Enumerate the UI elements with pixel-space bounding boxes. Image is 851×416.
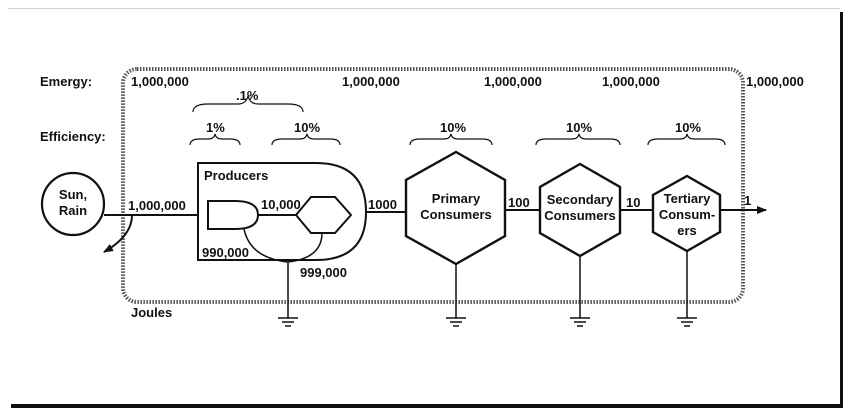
producers-module: Producers	[197, 162, 368, 261]
flow-loss-gross: 990,000	[202, 245, 249, 260]
emergy-values: 1,000,000 1,000,000 1,000,000 1,000,000 …	[131, 74, 804, 89]
emergy-value: 1,000,000	[342, 74, 400, 89]
flow-to-secondary: 100	[508, 195, 530, 210]
tertiary-label: Consum-	[659, 207, 715, 222]
producer-losses	[243, 228, 323, 318]
emergy-value: 1,000,000	[131, 74, 189, 89]
efficiency-label: Efficiency:	[40, 129, 106, 144]
flow-to-tertiary: 10	[626, 195, 640, 210]
primary-label: Primary	[432, 191, 481, 206]
flow-input: 1,000,000	[128, 198, 186, 213]
flow-loss-producers: 999,000	[300, 265, 347, 280]
emergy-label: Emergy:	[40, 74, 92, 89]
efficiency-value: 10%	[294, 120, 320, 135]
efficiency-overall: .1%	[236, 88, 259, 103]
producers-label: Producers	[204, 168, 268, 183]
secondary-label: Secondary	[547, 192, 614, 207]
tertiary-consumers-node: Tertiary Consum- ers	[651, 174, 722, 253]
brace	[647, 133, 726, 146]
tertiary-label: ers	[677, 223, 697, 238]
gross-production-symbol	[207, 200, 260, 230]
brace-overall	[192, 95, 304, 113]
unused-energy-arrow	[103, 214, 133, 253]
efficiency-braces	[189, 95, 726, 146]
tertiary-label: Tertiary	[664, 191, 711, 206]
efficiency-value: 10%	[566, 120, 592, 135]
flow-net: 1000	[368, 197, 397, 212]
source-label: Sun,	[59, 187, 87, 202]
primary-label: Consumers	[420, 207, 492, 222]
brace	[409, 133, 493, 146]
flow-gross: 10,000	[261, 197, 301, 212]
brace	[271, 133, 341, 146]
primary-consumers-node: Primary Consumers	[404, 150, 507, 266]
brace	[189, 133, 241, 146]
heat-sink-icon	[570, 317, 590, 327]
efficiency-value: 1%	[206, 120, 225, 135]
emergy-value: 1,000,000	[746, 74, 804, 89]
heat-sinks	[278, 317, 697, 327]
emergy-value: 1,000,000	[602, 74, 660, 89]
emergy-value: 1,000,000	[484, 74, 542, 89]
brace	[535, 133, 621, 146]
efficiency-value: 10%	[675, 120, 701, 135]
source-label: Rain	[59, 203, 87, 218]
source-sun-rain: Sun, Rain	[40, 171, 106, 237]
heat-sink-icon	[677, 317, 697, 327]
efficiency-value: 10%	[440, 120, 466, 135]
secondary-consumers-node: Secondary Consumers	[538, 162, 622, 258]
flow-output: 1	[744, 193, 751, 208]
heat-sink-icon	[278, 317, 298, 327]
joules-label: Joules	[131, 305, 172, 320]
secondary-label: Consumers	[544, 208, 616, 223]
heat-sink-icon	[446, 317, 466, 327]
system-boundary	[121, 67, 745, 304]
